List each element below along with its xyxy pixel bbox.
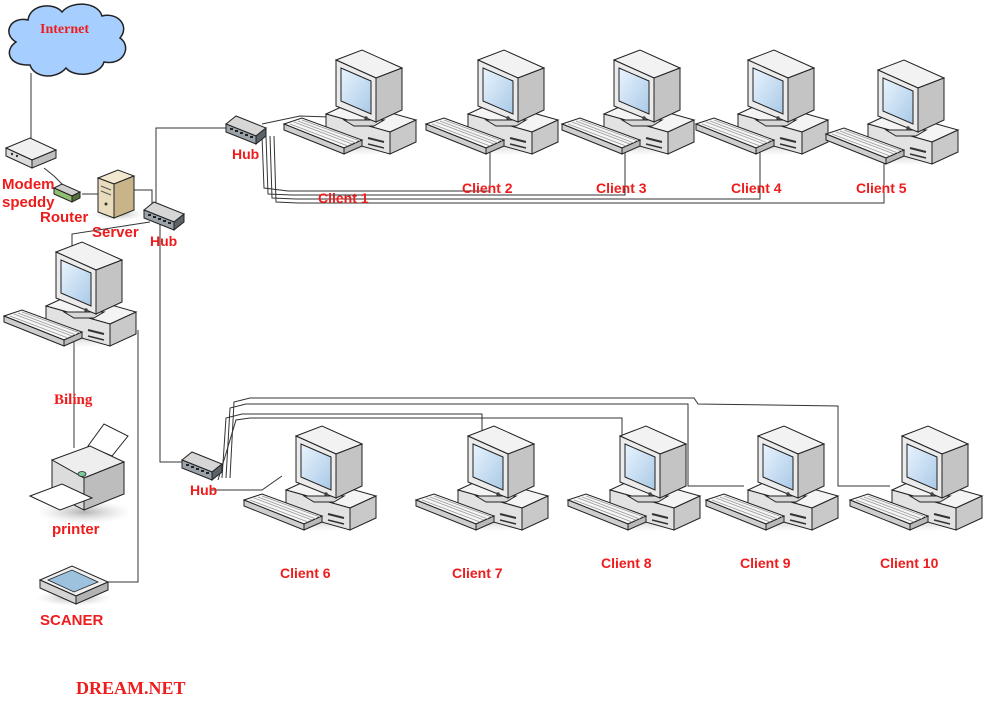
modem-sub-label: speddy bbox=[2, 194, 55, 211]
hub-main-label: Hub bbox=[150, 233, 178, 249]
internet-label: Internet bbox=[40, 22, 89, 37]
client-5-computer bbox=[825, 59, 959, 167]
server-device bbox=[92, 169, 144, 221]
billing-label: Biling bbox=[54, 392, 93, 408]
client-label: Client 5 bbox=[856, 180, 907, 196]
scanner-label: SCANER bbox=[40, 612, 104, 629]
client-label: Client 4 bbox=[731, 180, 782, 196]
printer-label: printer bbox=[52, 521, 100, 538]
hub-top-device bbox=[225, 115, 267, 145]
scanner-device bbox=[36, 565, 112, 606]
modem-label: Modem bbox=[2, 176, 55, 193]
client-8-computer bbox=[567, 425, 701, 533]
client-label: Client 3 bbox=[596, 180, 647, 196]
client-label: Client 9 bbox=[740, 555, 791, 571]
server-label: Server bbox=[92, 224, 139, 241]
hub-bottom-device bbox=[181, 451, 223, 481]
hub-top-label: Hub bbox=[232, 146, 260, 162]
client-2-computer bbox=[425, 49, 559, 157]
client-label: Client 10 bbox=[880, 555, 939, 571]
hub-main-device bbox=[143, 201, 185, 231]
cable-group bbox=[30, 73, 890, 583]
client-label: Client 6 bbox=[280, 565, 331, 581]
printer-device bbox=[28, 423, 132, 524]
internet-cloud bbox=[8, 3, 127, 77]
client-label: Client 1 bbox=[318, 190, 369, 206]
client-label: Client 7 bbox=[452, 565, 503, 581]
billing-computer bbox=[3, 241, 137, 349]
client-9-computer bbox=[705, 425, 839, 533]
client-3-computer bbox=[561, 49, 695, 157]
modem-device bbox=[4, 137, 58, 169]
client-7-computer bbox=[415, 425, 549, 533]
client-6-computer bbox=[243, 425, 377, 533]
hub-bottom-label: Hub bbox=[190, 482, 218, 498]
router-label: Router bbox=[40, 209, 89, 226]
client-4-computer bbox=[695, 49, 829, 157]
router-device bbox=[52, 183, 82, 203]
brand-label: DREAM.NET bbox=[76, 678, 186, 698]
client-label: Client 2 bbox=[462, 180, 513, 196]
client-label: Client 8 bbox=[601, 555, 652, 571]
client-10-computer bbox=[849, 425, 983, 533]
client-1-computer bbox=[283, 49, 417, 157]
